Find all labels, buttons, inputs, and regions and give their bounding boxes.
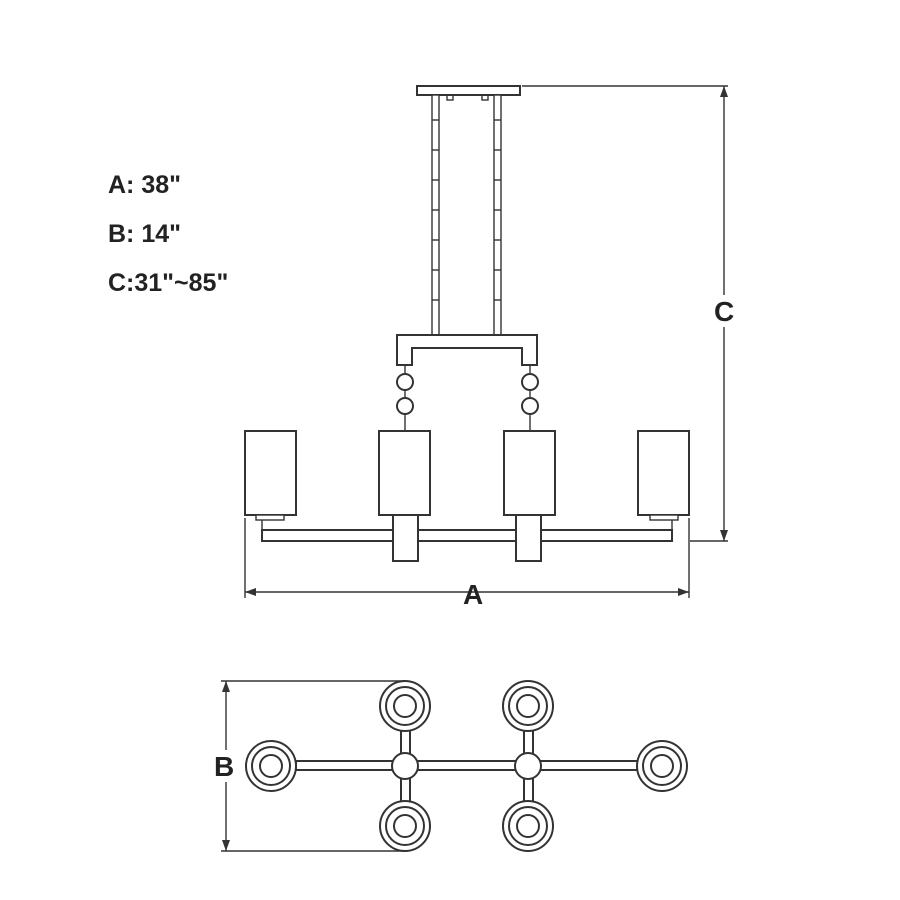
shade-outer-right (637, 430, 690, 521)
center-body-left (392, 509, 419, 562)
ceiling-canopy (416, 85, 521, 101)
dimension-b-label: B (214, 751, 234, 782)
cup-top-right (502, 680, 554, 732)
suspension-rod-left (431, 94, 440, 336)
shade-inner-right (503, 430, 556, 516)
spec-a: A: 38" (108, 171, 181, 199)
dimension-specs: A: 38" B: 14" C:31"~85" (108, 168, 228, 315)
top-view: B (212, 680, 688, 852)
cup-bottom-right (502, 800, 554, 852)
dimension-a-line (244, 518, 690, 598)
front-view: A C (244, 85, 738, 610)
chain-links-left (396, 365, 414, 430)
chain-links-right (521, 365, 539, 430)
cup-top-left (379, 680, 431, 732)
cup-left (245, 740, 297, 792)
suspension-rod-right (493, 94, 502, 336)
center-body-right (515, 509, 542, 562)
dimension-c-label: C (714, 296, 734, 327)
spec-c: C:31"~85" (108, 269, 229, 297)
spec-b: B: 14" (108, 220, 181, 248)
cup-right (636, 740, 688, 792)
cup-bottom-left (379, 800, 431, 852)
shade-outer-left (244, 430, 297, 521)
arm-frame (261, 517, 673, 542)
dimension-a-label: A (463, 579, 483, 610)
shade-inner-left (378, 430, 431, 516)
yoke-bracket (396, 334, 538, 366)
